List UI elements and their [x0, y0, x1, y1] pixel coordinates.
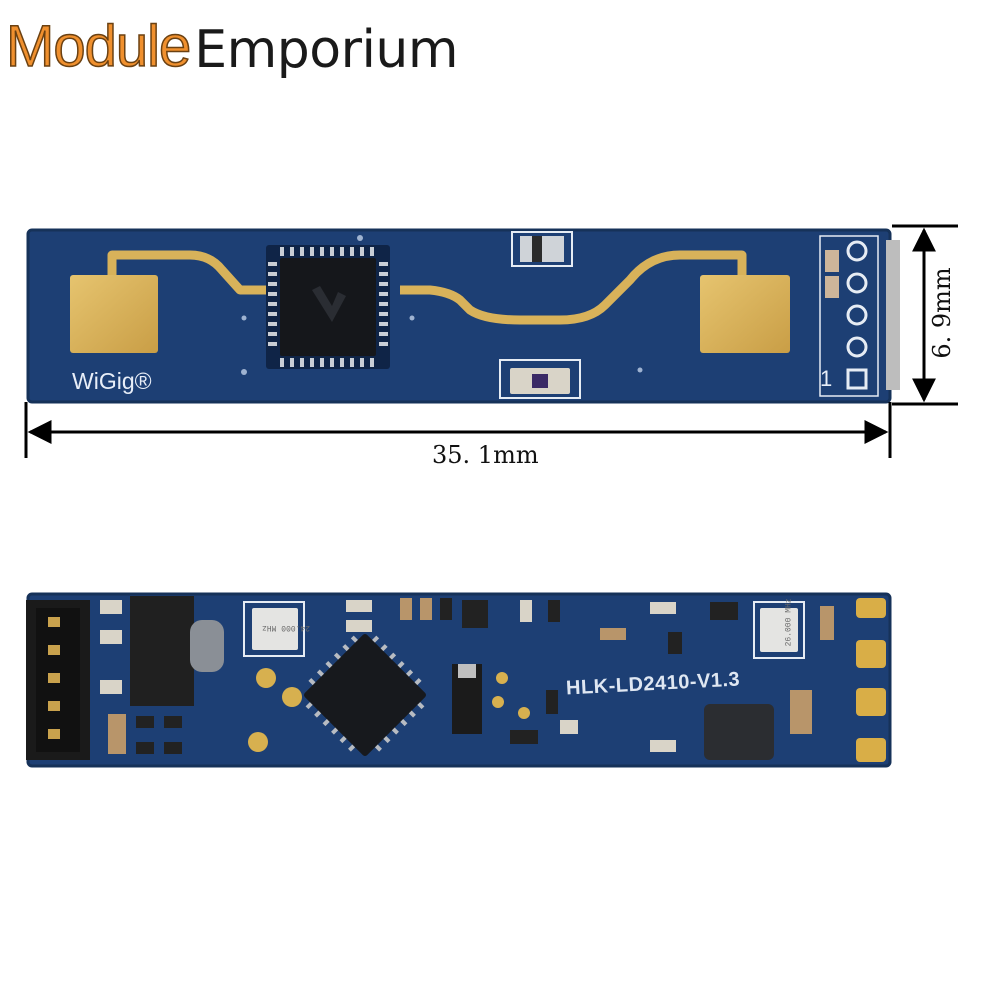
wigig-silkscreen: WiGig®	[72, 368, 152, 394]
light-sensor	[499, 359, 581, 399]
voltage-regulator	[130, 596, 224, 706]
antenna-patch-right	[700, 275, 790, 353]
edge-pads	[856, 598, 886, 762]
pin-1-marker: 1	[820, 366, 833, 391]
smd-components	[100, 598, 834, 760]
radar-chip	[266, 245, 390, 369]
dimension-lines	[24, 224, 958, 458]
crystal-1-label: 24.000 MHz	[262, 622, 311, 632]
crystal-oscillator-1	[243, 601, 305, 657]
antenna-patch-left	[70, 275, 158, 353]
brand-logo-part-b: Emporium	[194, 20, 459, 80]
pin-header-front	[819, 235, 900, 397]
test-pads	[248, 668, 530, 752]
radar-board-front	[26, 228, 900, 404]
antenna-trace-right	[400, 250, 747, 325]
antenna-trace-left	[107, 250, 272, 305]
crystal-oscillator-2	[753, 601, 805, 659]
mcu-chip	[304, 634, 426, 756]
crystal-2-label: 26.000 MHz	[784, 598, 794, 647]
radar-board-back	[26, 592, 892, 768]
width-dimension-label: 35. 1mm	[432, 441, 539, 469]
smd-diode	[511, 231, 573, 267]
brand-logo-part-a: Module	[5, 14, 192, 79]
height-dimension-label: 6. 9mm	[928, 267, 956, 359]
pcb-front	[28, 230, 890, 402]
pin-header-back	[26, 600, 90, 760]
brand-logo: Module Emporium	[5, 6, 459, 80]
